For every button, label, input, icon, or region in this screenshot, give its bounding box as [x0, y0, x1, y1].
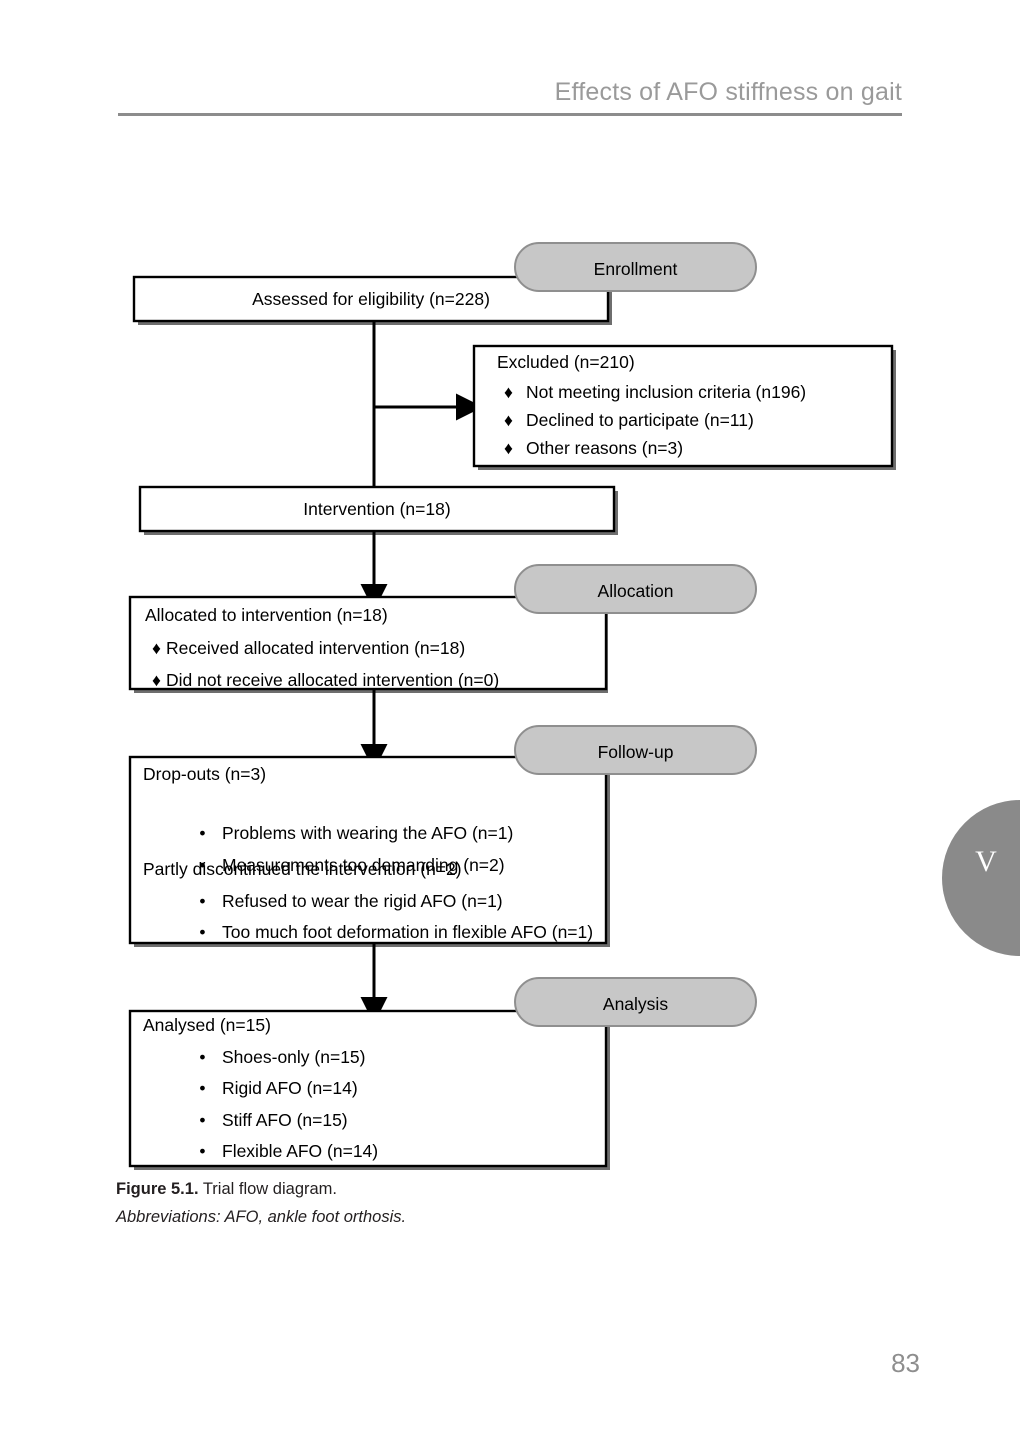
followup-box-outline	[128, 755, 608, 945]
followup-pill-label: Follow-up	[597, 742, 674, 762]
followup-box-item-label: Refused to wear the rigid AFO (n=1)	[222, 891, 503, 911]
excluded-box-item: ♦ Other reasons (n=3)	[504, 438, 683, 459]
chapter-tab-label: V	[975, 845, 997, 878]
analysis-box-item-label: Shoes-only (n=15)	[222, 1047, 366, 1067]
allocation-pill-shape	[514, 564, 757, 614]
followup-box-item: • Measurements too demanding (n=2)	[183, 855, 505, 876]
followup-box-item-label: Problems with wearing the AFO (n=1)	[222, 823, 514, 843]
header-rule	[118, 113, 902, 116]
diagram-connectors-and-shapes	[128, 242, 896, 1170]
diamond-bullet-icon: ♦	[504, 382, 513, 402]
excluded-box-item-label: Other reasons (n=3)	[526, 438, 684, 458]
dot-bullet-icon: •	[199, 1047, 206, 1067]
figure-caption-title: Trial flow diagram.	[198, 1180, 337, 1198]
allocation-pill-label: Allocation	[597, 581, 674, 601]
analysis-box-outline	[128, 1009, 608, 1168]
diamond-bullet-icon: ♦	[152, 670, 161, 690]
dot-bullet-icon: •	[199, 891, 206, 911]
analysis-box-item: • Shoes-only (n=15)	[183, 1047, 366, 1068]
analysis-box-item-label: Stiff AFO (n=15)	[222, 1110, 348, 1130]
diamond-bullet-icon: ♦	[152, 638, 161, 658]
analysis-box-item: • Stiff AFO (n=15)	[183, 1110, 348, 1131]
allocated-box-outline	[128, 595, 608, 691]
followup-box-item-label: Measurements too demanding (n=2)	[222, 855, 505, 875]
followup-box-heading-2: Partly discontinued the intervention (n=…	[143, 859, 462, 879]
analysis-box-item-label: Flexible AFO (n=14)	[222, 1141, 379, 1161]
assessed-box-heading: Assessed for eligibility (n=228)	[252, 289, 490, 309]
intervention-box-heading: Intervention (n=18)	[303, 499, 451, 519]
allocated-box-item: ♦Received allocated intervention (n=18)	[152, 638, 465, 659]
excluded-box-outline	[472, 344, 894, 468]
analysis-box-item: • Flexible AFO (n=14)	[183, 1141, 378, 1162]
excluded-box-item-label: Not meeting inclusion criteria (n196)	[526, 382, 807, 402]
followup-box-item: • Too much foot deformation in flexible A…	[183, 922, 593, 943]
analysis-pill-label: Analysis	[602, 994, 669, 1014]
excluded-box-item: ♦ Declined to participate (n=11)	[504, 410, 754, 431]
trial-flow-diagram: Enrollment Allocation Follow-up Analysis…	[128, 242, 896, 1170]
followup-box-item-label: Too much foot deformation in flexible AF…	[222, 922, 594, 942]
figure-abbreviations: Abbreviations: AFO, ankle foot orthosis.	[116, 1208, 407, 1226]
followup-box-heading: Drop-outs (n=3)	[143, 764, 267, 784]
excluded-box-item-label: Declined to participate (n=11)	[526, 410, 754, 430]
figure-caption-label: Figure 5.1.	[116, 1180, 199, 1198]
allocated-box-item-label: Received allocated intervention (n=18)	[166, 638, 466, 658]
analysis-box-item: • Rigid AFO (n=14)	[183, 1078, 358, 1099]
running-head: Effects of AFO stiffness on gait	[554, 78, 902, 106]
analysis-pill-shape	[514, 977, 757, 1027]
excluded-box-heading: Excluded (n=210)	[497, 352, 635, 372]
figure-caption: Figure 5.1. Trial flow diagram.	[116, 1180, 337, 1199]
dot-bullet-icon: •	[199, 1141, 206, 1161]
enrollment-pill-label: Enrollment	[593, 259, 678, 279]
excluded-box-item: ♦ Not meeting inclusion criteria (n196)	[504, 382, 806, 403]
dot-bullet-icon: •	[199, 855, 206, 875]
dot-bullet-icon: •	[199, 1078, 206, 1098]
allocated-box-item-label: Did not receive allocated intervention (…	[166, 670, 500, 690]
allocated-box-item: ♦Did not receive allocated intervention …	[152, 670, 499, 691]
intervention-box-outline	[138, 485, 616, 533]
followup-box-item: • Refused to wear the rigid AFO (n=1)	[183, 891, 503, 912]
analysis-box-heading: Analysed (n=15)	[143, 1015, 271, 1035]
followup-box-item: • Problems with wearing the AFO (n=1)	[183, 823, 513, 844]
followup-pill-shape	[514, 725, 757, 775]
allocated-box-heading: Allocated to intervention (n=18)	[145, 605, 388, 625]
analysis-box-item-label: Rigid AFO (n=14)	[222, 1078, 358, 1098]
enrollment-pill-shape	[514, 242, 757, 292]
diamond-bullet-icon: ♦	[504, 410, 513, 430]
diamond-bullet-icon: ♦	[504, 438, 513, 458]
page-number: 83	[891, 1348, 920, 1378]
dot-bullet-icon: •	[199, 922, 206, 942]
dot-bullet-icon: •	[199, 823, 206, 843]
dot-bullet-icon: •	[199, 1110, 206, 1130]
